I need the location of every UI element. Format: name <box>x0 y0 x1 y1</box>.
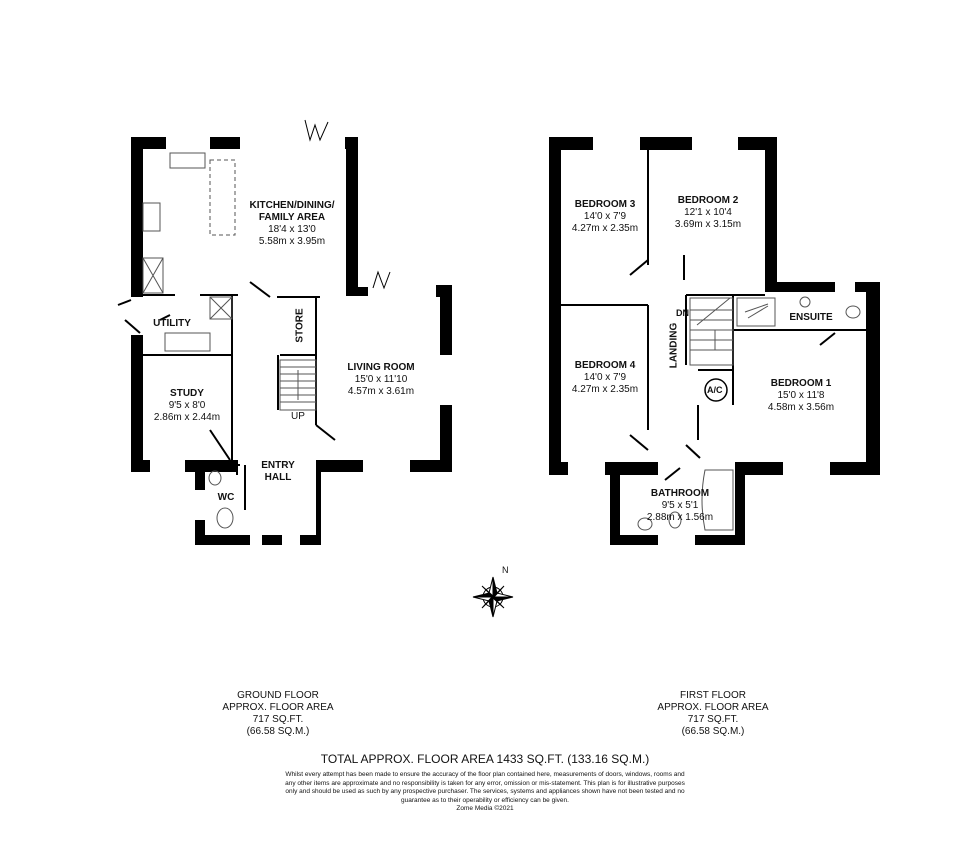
first-floor-area: FIRST FLOOR APPROX. FLOOR AREA 717 SQ.FT… <box>657 690 768 738</box>
room-name: BATHROOM <box>650 488 710 499</box>
room-name: HALL <box>264 472 292 483</box>
room-dimensions-imperial: 12'1 x 10'4 <box>684 207 732 218</box>
area-subtitle: APPROX. FLOOR AREA <box>657 702 769 713</box>
first-floor-walls <box>549 137 880 545</box>
room-kitchen: KITCHEN/DINING/ FAMILY AREA 18'4 x 13'0 … <box>250 200 335 248</box>
room-name: LIVING ROOM <box>347 362 415 373</box>
room-name: KITCHEN/DINING/ <box>249 200 335 211</box>
room-bedroom-1: BEDROOM 1 15'0 x 11'8 4.58m x 3.56m <box>768 378 834 414</box>
first-floor-interior <box>561 150 866 481</box>
room-bedroom-2: BEDROOM 2 12'1 x 10'4 3.69m x 3.15m <box>675 195 741 231</box>
room-dimensions-metric: 5.58m x 3.95m <box>258 236 326 247</box>
room-entry-hall: ENTRY HALL <box>261 460 295 484</box>
room-name: BEDROOM 4 <box>574 360 636 371</box>
ground-floor-fixtures <box>142 119 391 529</box>
disclaimer-text: Whilst every attempt has been made to en… <box>285 771 685 804</box>
room-dimensions-metric: 4.57m x 3.61m <box>347 386 415 397</box>
airing-cupboard-label: A/C <box>707 385 723 395</box>
room-dimensions-metric: 4.27m x 2.35m <box>571 384 639 395</box>
area-sqft: 717 SQ.FT. <box>687 714 739 725</box>
room-name: STUDY <box>170 388 204 399</box>
room-dimensions-imperial: 14'0 x 7'9 <box>583 372 627 383</box>
room-name: BEDROOM 1 <box>770 378 832 389</box>
stairs-down-label: DN <box>676 308 689 318</box>
room-bedroom-3: BEDROOM 3 14'0 x 7'9 4.27m x 2.35m <box>572 199 638 235</box>
room-study: STUDY 9'5 x 8'0 2.86m x 2.44m <box>154 388 220 424</box>
room-bathroom: BATHROOM 9'5 x 5'1 2.88m x 1.56m <box>647 488 713 524</box>
area-sqm: (66.58 SQ.M.) <box>681 726 745 737</box>
room-bedroom-4: BEDROOM 4 14'0 x 7'9 4.27m x 2.35m <box>572 360 638 396</box>
room-dimensions-imperial: 9'5 x 5'1 <box>661 500 699 511</box>
compass-north-label: N <box>502 565 509 575</box>
room-name: BEDROOM 2 <box>677 195 739 206</box>
room-utility: UTILITY <box>153 318 191 329</box>
compass-rose-icon <box>472 576 514 618</box>
ground-floor-walls <box>131 137 452 545</box>
room-name: BEDROOM 3 <box>574 199 636 210</box>
area-subtitle: APPROX. FLOOR AREA <box>222 702 334 713</box>
room-name: FAMILY AREA <box>258 212 326 223</box>
room-dimensions-imperial: 15'0 x 11'10 <box>354 374 408 385</box>
room-wc: WC <box>217 492 235 503</box>
area-sqm: (66.58 SQ.M.) <box>246 726 310 737</box>
room-dimensions-imperial: 14'0 x 7'9 <box>583 211 627 222</box>
area-title: GROUND FLOOR <box>237 690 319 701</box>
room-dimensions-metric: 4.27m x 2.35m <box>571 223 639 234</box>
room-dimensions-metric: 4.58m x 3.56m <box>767 402 835 413</box>
credit: Zome Media ©2021 <box>456 805 514 812</box>
stairs-up-label: UP <box>291 411 305 422</box>
room-dimensions-imperial: 18'4 x 13'0 <box>268 224 316 235</box>
room-dimensions-metric: 3.69m x 3.15m <box>674 219 742 230</box>
room-dimensions-metric: 2.88m x 1.56m <box>646 512 714 523</box>
room-dimensions-imperial: 15'0 x 11'8 <box>777 390 825 401</box>
room-dimensions-metric: 2.86m x 2.44m <box>153 412 221 423</box>
disclaimer: Whilst every attempt has been made to en… <box>285 771 685 814</box>
area-sqft: 717 SQ.FT. <box>252 714 304 725</box>
first-floor-fixtures <box>637 296 861 531</box>
room-store: STORE <box>294 308 306 343</box>
total-floor-area: TOTAL APPROX. FLOOR AREA 1433 SQ.FT. (13… <box>320 752 650 766</box>
room-living: LIVING ROOM 15'0 x 11'10 4.57m x 3.61m <box>347 362 414 398</box>
room-landing: LANDING <box>668 322 680 369</box>
area-title: FIRST FLOOR <box>680 690 746 701</box>
room-dimensions-imperial: 9'5 x 8'0 <box>168 400 206 411</box>
room-name: ENTRY <box>261 460 295 471</box>
room-ensuite: ENSUITE <box>789 312 833 323</box>
ground-floor-area: GROUND FLOOR APPROX. FLOOR AREA 717 SQ.F… <box>222 690 333 738</box>
